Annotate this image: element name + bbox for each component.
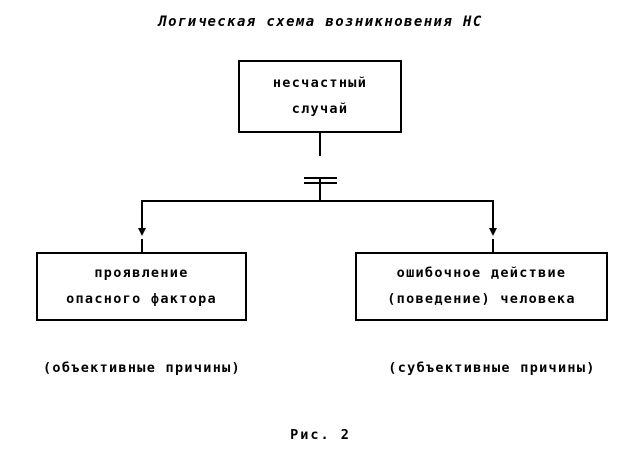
arrow-down-left-icon bbox=[138, 228, 146, 236]
connector-distribution-bar bbox=[141, 200, 494, 202]
node-box-accident: несчастный случай bbox=[238, 60, 402, 133]
caption-objective-causes: (объективные причины) bbox=[43, 360, 241, 376]
node-error-line-1: ошибочное действие bbox=[396, 264, 567, 281]
connector-stem-upper bbox=[319, 133, 321, 156]
connector-arrow-left-shaft bbox=[141, 200, 143, 232]
node-accident-line-2: случай bbox=[291, 101, 349, 117]
node-box-error: ошибочное действие (поведение) человека bbox=[355, 252, 608, 321]
connector-stem-lower bbox=[319, 177, 321, 202]
connector-arrow-right-shaft bbox=[492, 200, 494, 232]
arrow-down-right-icon bbox=[489, 228, 497, 236]
connector-tail-right bbox=[492, 239, 494, 253]
diagram-title: Логическая схема возникновения НС bbox=[158, 14, 483, 30]
node-box-hazard: проявление опасного фактора bbox=[36, 252, 247, 321]
node-hazard-line-2: опасного фактора bbox=[66, 291, 217, 307]
caption-subjective-causes: (субъективные причины) bbox=[388, 360, 596, 376]
connector-tail-left bbox=[141, 239, 143, 253]
figure-label: Рис. 2 bbox=[290, 427, 351, 443]
node-hazard-line-1: проявление bbox=[94, 264, 189, 281]
node-error-line-2: (поведение) человека bbox=[387, 291, 576, 307]
node-accident-line-1: несчастный bbox=[272, 74, 368, 91]
